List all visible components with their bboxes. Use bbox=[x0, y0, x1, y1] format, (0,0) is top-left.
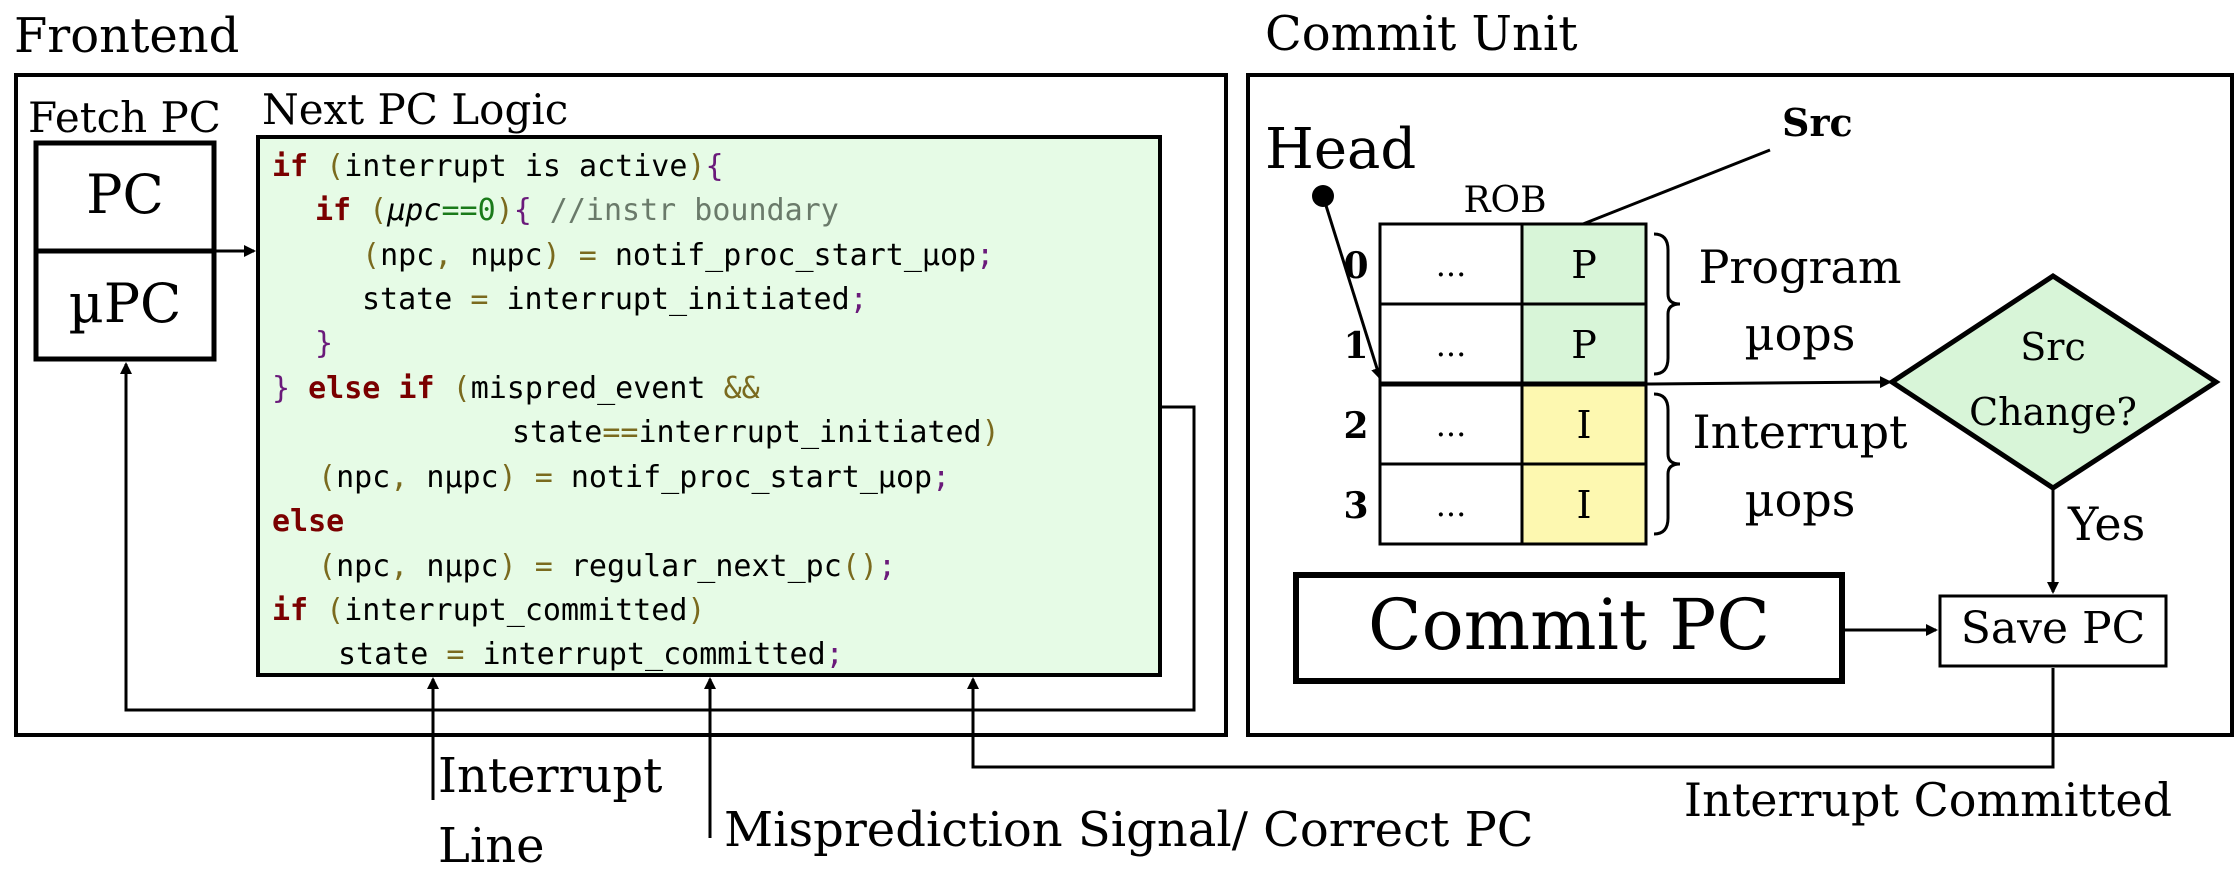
code-line-2: if (μpc==0){ //instr boundary bbox=[315, 193, 839, 228]
rob-row: 2 ... I bbox=[1343, 382, 1648, 466]
rob-entry: ... bbox=[1436, 486, 1467, 524]
next-pc-code: if (interrupt is active){ if (μpc==0){ /… bbox=[272, 149, 1000, 672]
interrupt-uops-label-2: µops bbox=[1745, 473, 1856, 527]
interrupt-line-label-1: Interrupt bbox=[438, 748, 662, 804]
code-line-3: (npc, nμpc) = notif_proc_start_μop; bbox=[362, 238, 994, 273]
interrupt-uops-brace bbox=[1653, 392, 1681, 536]
code-line-7: state==interrupt_initiated) bbox=[512, 415, 1000, 450]
code-line-8: (npc, nμpc) = notif_proc_start_μop; bbox=[318, 460, 950, 495]
head-pointer-arrow bbox=[1321, 195, 1383, 380]
src-pointer-line bbox=[1582, 148, 1771, 226]
program-uops-label-2: µops bbox=[1745, 307, 1856, 361]
interrupt-uops-label-1: Interrupt bbox=[1692, 405, 1908, 459]
code-line-1: if (interrupt is active){ bbox=[272, 149, 724, 184]
rob-src-type: I bbox=[1576, 403, 1591, 447]
rob-entry: ... bbox=[1436, 326, 1467, 364]
interrupt-committed-arrow bbox=[967, 668, 2055, 769]
feedback-loop-arrow bbox=[120, 362, 1196, 712]
rob-entry-cell bbox=[1378, 302, 1524, 386]
save-pc-box bbox=[1938, 594, 2168, 668]
rob-entry: ... bbox=[1436, 246, 1467, 284]
program-uops-brace bbox=[1653, 232, 1681, 376]
frontend-title: Frontend bbox=[14, 8, 239, 64]
pc-label: PC bbox=[86, 163, 164, 226]
commit-unit-title: Commit Unit bbox=[1265, 6, 1578, 62]
decision-label-1: Src bbox=[2020, 325, 2085, 369]
decision-label-2: Change? bbox=[1969, 390, 2137, 434]
rob-row: 3 ... I bbox=[1343, 462, 1648, 546]
rob-src-type: I bbox=[1576, 483, 1591, 527]
rob-index: 0 bbox=[1343, 245, 1368, 287]
rob-row: 0 ... P bbox=[1343, 222, 1648, 306]
upc-label: µPC bbox=[69, 272, 182, 335]
rob-entry: ... bbox=[1436, 406, 1467, 444]
yes-label: Yes bbox=[2067, 497, 2145, 551]
rob-label: ROB bbox=[1463, 180, 1546, 221]
rob-index: 3 bbox=[1343, 485, 1368, 527]
next-pc-logic-label: Next PC Logic bbox=[262, 85, 568, 134]
upc-register bbox=[33, 248, 217, 362]
src-change-decision bbox=[1887, 273, 2221, 491]
rob-src-cell-program bbox=[1520, 222, 1648, 306]
misprediction-label: Misprediction Signal/ Correct PC bbox=[724, 802, 1534, 858]
rob-index: 2 bbox=[1343, 405, 1368, 447]
code-line-11: if (interrupt_committed) bbox=[272, 593, 705, 628]
rob-table: 0 ... P 1 ... P 2 ... I 3 ... I bbox=[1343, 222, 1648, 546]
rob-src-cell-interrupt bbox=[1520, 462, 1648, 546]
rob-to-decision-arrow bbox=[1645, 376, 1892, 389]
rob-entry-cell bbox=[1378, 382, 1524, 466]
rob-src-type: P bbox=[1571, 243, 1597, 287]
rob-entry-cell bbox=[1378, 462, 1524, 546]
src-label: Src bbox=[1782, 100, 1853, 145]
frontend-box bbox=[14, 73, 1228, 737]
next-pc-logic-box bbox=[256, 135, 1162, 677]
interrupt-committed-label: Interrupt Committed bbox=[1684, 773, 2172, 827]
code-line-12: state = interrupt_committed; bbox=[338, 637, 844, 672]
code-line-9: else bbox=[272, 504, 344, 539]
rob-index: 1 bbox=[1343, 325, 1368, 367]
commit-unit-box bbox=[1246, 73, 2234, 737]
save-pc-label: Save PC bbox=[1961, 603, 2146, 654]
interrupt-line-label-2: Line bbox=[438, 818, 545, 874]
commit-pc-label: Commit PC bbox=[1368, 584, 1770, 666]
rob-row: 1 ... P bbox=[1343, 302, 1648, 386]
commit-pc-box bbox=[1293, 572, 1845, 684]
rob-src-type: P bbox=[1571, 323, 1597, 367]
fetch-pc-label: Fetch PC bbox=[28, 93, 221, 142]
code-line-4: state = interrupt_initiated; bbox=[362, 282, 868, 317]
code-line-5: } bbox=[315, 326, 333, 361]
head-label: Head bbox=[1265, 117, 1416, 182]
code-line-6: } else if (mispred_event && bbox=[272, 371, 760, 406]
program-uops-label-1: Program bbox=[1698, 240, 1901, 294]
code-line-10: (npc, nμpc) = regular_next_pc(); bbox=[318, 549, 896, 584]
